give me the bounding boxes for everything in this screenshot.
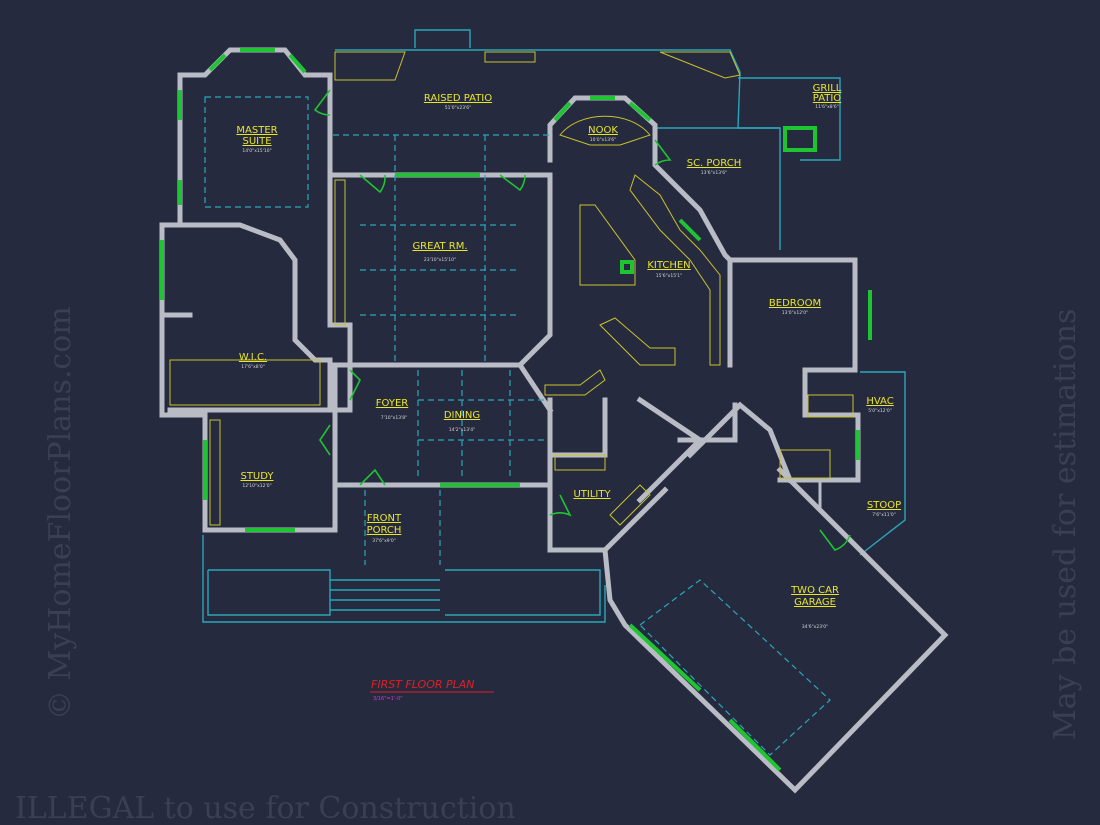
room-dim-great-room: 23'10"x15'10" <box>424 257 456 263</box>
room-dim-garage: 34'6"x23'0" <box>802 624 828 630</box>
room-label-master-suite: MASTER <box>236 125 277 136</box>
room-dim-foyer: 7'10"x13'8" <box>381 415 407 421</box>
room-label-master-suite-2: SUITE <box>242 136 271 147</box>
room-label-front-porch: FRONT <box>367 513 402 524</box>
plan-title-block: FIRST FLOOR PLAN 3/16"=1'-0" <box>370 678 494 702</box>
watermark-line3: May be used for estimations <box>1048 309 1083 740</box>
walls <box>159 47 949 794</box>
room-label-study: STUDY <box>240 471 274 482</box>
cabinets <box>169 115 854 526</box>
room-dim-bedroom: 13'0"x12'0" <box>782 310 808 316</box>
room-label-bedroom: BEDROOM <box>769 298 821 309</box>
room-label-dining: DINING <box>444 410 480 421</box>
room-label-sc-porch: SC. PORCH <box>687 158 742 169</box>
room-dim-nook: 10'0"x13'6" <box>590 137 616 143</box>
room-label-nook: NOOK <box>588 125 618 136</box>
room-dim-hvac: 5'0"x12'0" <box>868 408 892 414</box>
room-label-stoop: STOOP <box>867 500 901 511</box>
windows <box>160 48 872 772</box>
room-dim-raised-patio: 51'0"x23'6" <box>445 105 471 111</box>
room-label-utility: UTILITY <box>573 489 611 500</box>
room-label-garage-2: GARAGE <box>794 597 836 608</box>
room-label-kitchen: KITCHEN <box>647 260 690 271</box>
plan-scale: 3/16"=1'-0" <box>373 696 403 702</box>
room-dim-dining: 14'2"x13'4" <box>449 427 475 433</box>
room-dim-stoop: 7'6"x11'0" <box>872 512 896 518</box>
room-label-hvac: HVAC <box>866 396 893 407</box>
watermark-line1: © MyHomeFloorPlans.com <box>43 306 78 720</box>
room-dim-front-porch: 37'6"x9'0" <box>372 538 396 544</box>
watermark-line2: ILLEGAL to use for Construction <box>15 791 516 825</box>
room-dim-sc-porch: 13'6"x13'6" <box>701 170 727 176</box>
room-dim-kitchen: 15'6"x15'1" <box>656 273 682 279</box>
beams <box>204 96 831 756</box>
room-label-raised-patio: RAISED PATIO <box>424 93 492 104</box>
room-dim-study: 12'10"x12'0" <box>242 483 271 489</box>
room-labels: RAISED PATIO 51'0"x23'6" MASTER SUITE 14… <box>236 83 901 630</box>
room-label-garage: TWO CAR <box>790 585 839 596</box>
room-label-grill-patio: GRILL <box>813 83 842 94</box>
room-label-front-porch-2: PORCH <box>367 525 402 536</box>
room-label-foyer: FOYER <box>376 398 409 409</box>
watermark: © MyHomeFloorPlans.com ILLEGAL to use fo… <box>15 306 1083 825</box>
room-label-wic: W.I.C. <box>239 352 267 363</box>
room-dim-wic: 17'6"x8'0" <box>241 364 265 370</box>
room-dim-master-suite: 14'0"x15'10" <box>242 148 271 154</box>
room-dim-grill-patio: 11'6"x8'6" <box>815 104 839 110</box>
plan-title: FIRST FLOOR PLAN <box>371 678 475 691</box>
patio-outlines <box>202 29 906 623</box>
room-label-grill-patio-2: PATIO <box>813 93 842 104</box>
room-label-great-room: GREAT RM. <box>412 241 467 252</box>
doors <box>313 89 851 551</box>
